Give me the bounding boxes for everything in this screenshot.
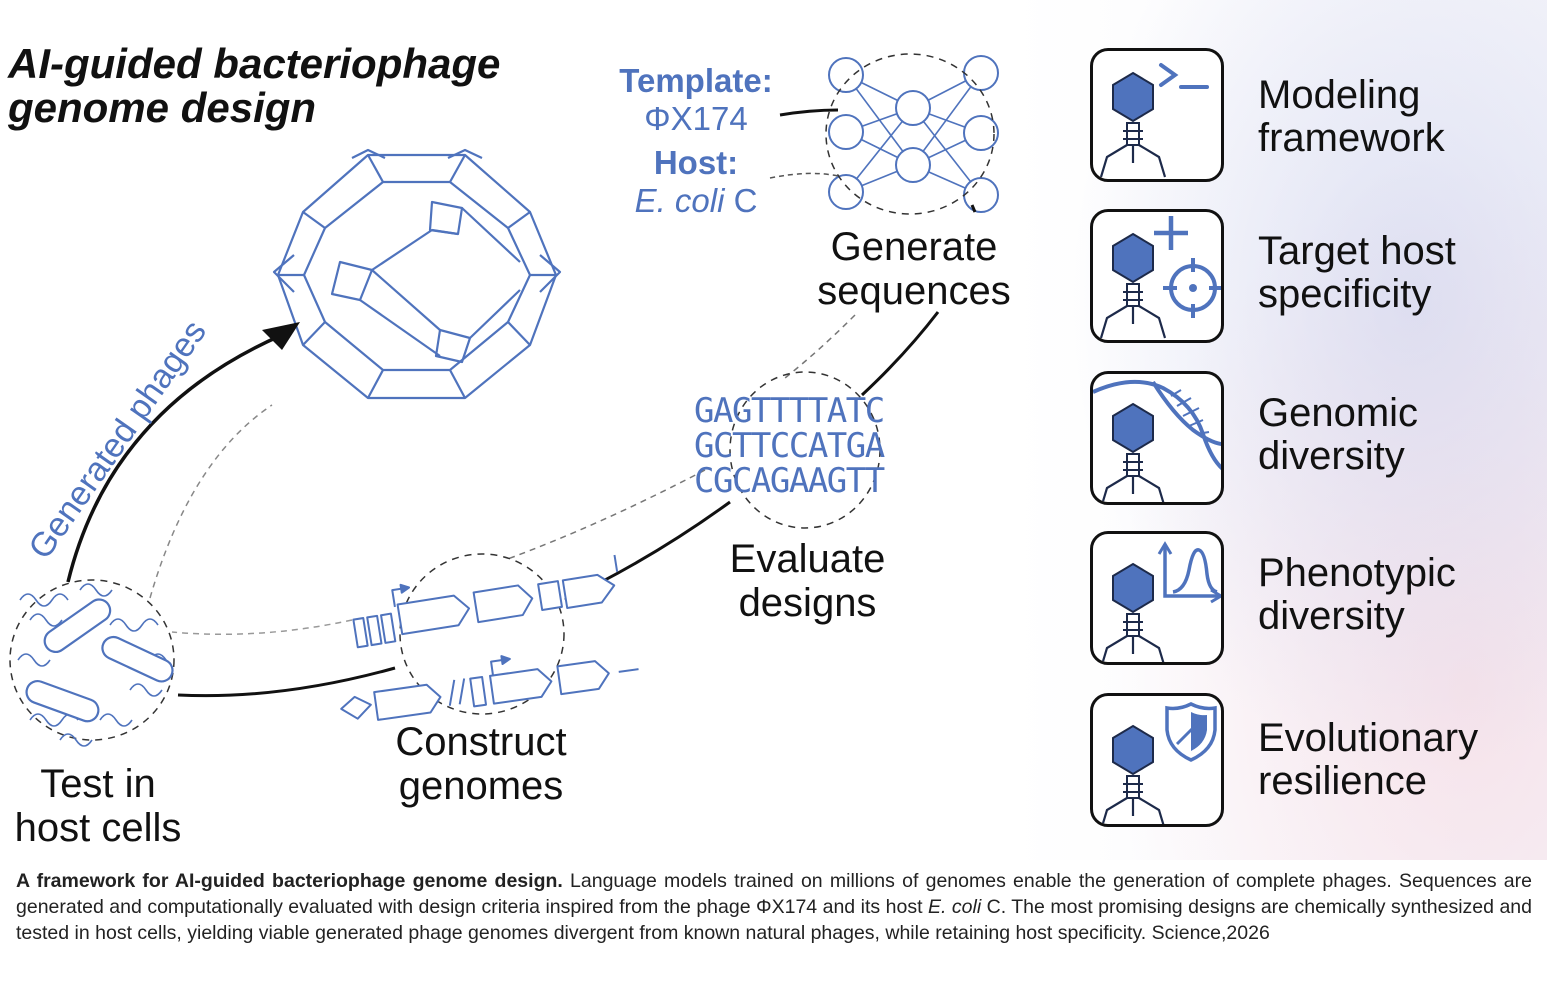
flow-construct-test-dashed [171, 619, 353, 636]
terminal-prompt-icon [1099, 63, 1209, 178]
step-generate: Generate sequences [800, 225, 1028, 313]
criteria-panel-genomic [1090, 371, 1224, 505]
test-dashed-outline [9, 579, 175, 741]
step-construct-line1: Construct [395, 720, 567, 764]
criteria-label-genomic: Genomic diversity [1258, 392, 1418, 478]
sequence-line-1: GAGTTTTATC [694, 391, 885, 431]
flow-generate-evaluate [860, 204, 977, 397]
caption-title: A framework for AI-guided bacteriophage … [16, 870, 563, 892]
criteria-label-phenotypic-line1: Phenotypic [1258, 551, 1456, 595]
plus-target-icon [1099, 216, 1221, 339]
criteria-label-evolutionary: Evolutionary resilience [1258, 717, 1478, 803]
criteria-panel-evolutionary [1090, 693, 1224, 827]
design-inputs: Template: ΦX174 Host: E. coli C [596, 62, 796, 220]
generated-phages-arrow-head [262, 322, 300, 350]
step-test: Test in host cells [0, 762, 196, 850]
step-construct-line2: genomes [398, 764, 564, 808]
step-generate-line1: Generate [830, 225, 998, 269]
criteria-panel-modeling [1090, 48, 1224, 182]
shield-icon [1101, 702, 1217, 824]
step-test-line2: host cells [14, 806, 182, 850]
construct-dashed-outline [399, 553, 565, 715]
step-generate-line2: sequences [817, 269, 1011, 313]
criteria-label-modeling-line2: framework [1258, 116, 1445, 160]
template-value: ΦX174 [644, 100, 748, 137]
flow-evaluate-construct-dashed [504, 469, 706, 561]
title-line-2: genome design [8, 84, 317, 131]
distribution-curve-icon [1101, 541, 1221, 662]
test-to-capsid-dashed [149, 404, 273, 599]
caption-body-2: C. The most promising designs are chemic… [16, 896, 1532, 944]
step-evaluate-line1: Evaluate [729, 537, 886, 581]
figure-caption: A framework for AI-guided bacteriophage … [16, 868, 1532, 946]
criteria-label-modeling: Modeling framework [1258, 74, 1445, 160]
generated-phages-arrow [66, 332, 287, 583]
flow-construct-test [177, 666, 396, 698]
criteria-label-genomic-line2: diversity [1258, 434, 1405, 478]
step-test-line1: Test in [40, 762, 156, 806]
template-label: Template: [619, 62, 773, 99]
host-bacteria [17, 583, 174, 747]
criteria-label-target-host-line2: specificity [1258, 272, 1432, 316]
host-strain: C [724, 182, 758, 219]
criteria-label-target-host: Target host specificity [1258, 230, 1456, 316]
criteria-panel-target-host [1090, 209, 1224, 343]
criteria-label-modeling-line1: Modeling [1258, 73, 1421, 117]
evaluate-dashed-outline [729, 371, 881, 529]
neural-network [828, 55, 999, 213]
criteria-label-genomic-line1: Genomic [1258, 391, 1419, 435]
host-connector [769, 172, 839, 179]
sequence-line-3: CGCAGAAGTT [694, 461, 885, 501]
title-line-1: AI-guided bacteriophage [8, 40, 501, 87]
step-evaluate: Evaluate designs [700, 537, 915, 625]
genome-segments [340, 554, 639, 721]
criteria-panel-phenotypic [1090, 531, 1224, 665]
criteria-label-target-host-line1: Target host [1258, 229, 1456, 273]
caption-species: E. coli [927, 896, 982, 918]
host-value: E. coli C [596, 182, 796, 220]
criteria-label-phenotypic-line2: diversity [1258, 594, 1405, 638]
nn-dashed-outline [825, 53, 995, 215]
host-label: Host: [653, 144, 739, 181]
phage-capsid [272, 148, 562, 400]
workflow-diagram [9, 53, 999, 747]
template-connector [779, 108, 839, 117]
host-species: E. coli [634, 182, 725, 219]
sequence-line-2: GCTTCCATGA [694, 426, 885, 466]
step-construct: Construct genomes [370, 720, 592, 808]
criteria-label-evolutionary-line1: Evolutionary [1258, 716, 1479, 760]
flow-generate-evaluate-dashed [784, 314, 856, 379]
caption-body-1: Language models trained on millions of g… [16, 870, 1532, 918]
sequence-block: GAGTTTTATC GCTTCCATGA CGCAGAAGTT [694, 391, 885, 501]
criteria-label-phenotypic: Phenotypic diversity [1258, 552, 1456, 638]
step-evaluate-line2: designs [738, 581, 877, 625]
criteria-label-evolutionary-line2: resilience [1258, 759, 1427, 803]
dna-helix-icon [1093, 379, 1221, 502]
main-title: AI-guided bacteriophage genome design [8, 42, 608, 130]
